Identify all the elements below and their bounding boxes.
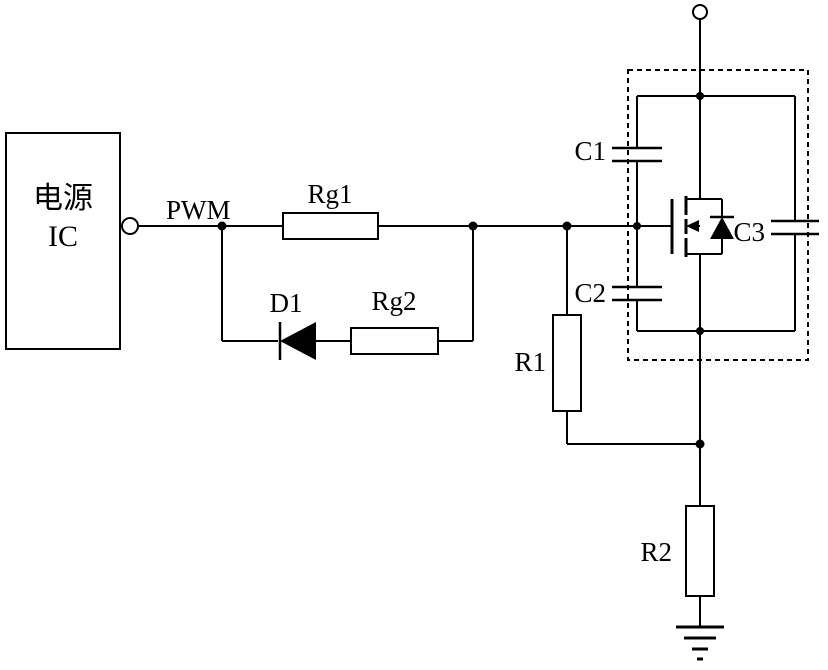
capacitor-c3-label: C3 (733, 217, 765, 247)
drain-terminal (692, 4, 708, 199)
junction-dot (468, 221, 478, 231)
resistor-r2-label: R2 (640, 537, 672, 567)
junction-dot (217, 221, 227, 231)
resistor-r2-branch: R2 (640, 505, 724, 661)
junction-dot (696, 327, 704, 335)
capacitor-c3: C3 (637, 95, 819, 332)
capacitor-c2-label: C2 (574, 278, 606, 308)
capacitor-c1-label: C1 (574, 136, 606, 166)
diode-triangle (280, 322, 316, 360)
ground-symbol (676, 625, 724, 661)
resistor-rg2-label: Rg2 (371, 286, 416, 316)
junction-dot (696, 92, 704, 100)
resistor-rg1-label: Rg1 (307, 179, 352, 209)
n-mosfet (670, 196, 734, 506)
top-terminal-circle (692, 4, 708, 20)
junction-dot (562, 221, 572, 231)
resistor-r1-branch: R1 (514, 226, 700, 445)
power-ic-label-line2: IC (48, 220, 78, 253)
capacitor-c1: C1 (574, 96, 662, 226)
mosfet-parasitic-dashed-box (627, 69, 809, 361)
pwm-output-terminal (121, 217, 139, 235)
mosfet-body-arrow (686, 220, 699, 232)
pwm-net-label: PWM (166, 195, 231, 225)
diode-d1-label: D1 (270, 288, 303, 318)
mosfet-body-diode (700, 198, 734, 255)
resistor-body (552, 314, 582, 412)
resistor-r1-label: R1 (514, 347, 546, 377)
resistor-body (282, 212, 379, 240)
power-ic-label-line1: 电源 (33, 182, 93, 215)
resistor-body (350, 327, 439, 355)
power-ic-box (5, 132, 121, 350)
capacitor-c2: C2 (574, 226, 662, 331)
resistor-rg1: Rg1 (282, 179, 379, 240)
power-ic-block: 电源 IC (5, 132, 139, 350)
resistor-body (685, 505, 715, 597)
turnoff-branch: D1 Rg2 (221, 226, 474, 360)
resistor-rg2: Rg2 (350, 286, 439, 355)
diode-triangle (710, 217, 734, 239)
junction-dot (633, 222, 641, 230)
junction-dot (695, 439, 705, 449)
diode-d1: D1 (270, 288, 316, 360)
